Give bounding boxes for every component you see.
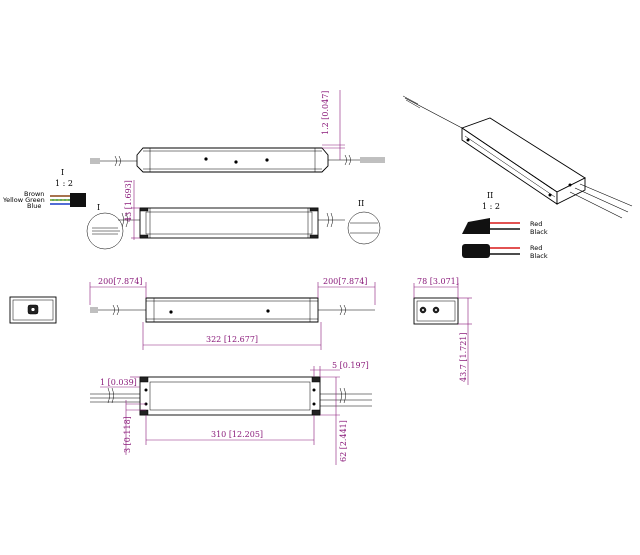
detail-1-callout: I [97,203,100,212]
front-view: I II 43 [1.693] [86,180,381,250]
detail-1-title: I [61,168,64,177]
detail-2-title: II [487,191,493,200]
dim-top-flange: 1.2 [0.047] [321,91,330,135]
dim-lead-left: 200[7.874] [98,277,142,286]
plan-view: 200[7.874] 200[7.874] 322 [12.677] [89,277,376,350]
wire-label-red-2: Red [530,244,542,252]
dim-mount-hole: 3 [0.118] [123,416,132,453]
wire-label-red-1: Red [530,220,542,228]
bottom-view: 1 [0.039] 5 [0.197] 3 [0.118] 310 [12.20… [90,361,372,465]
detail-2-scale: 1 : 2 [482,202,500,211]
dim-body-height: 43 [1.693] [124,180,133,222]
isometric-view [402,95,633,219]
wire-label-black-2: Black [530,252,548,260]
dim-overall-length: 322 [12.677] [206,335,258,344]
dim-mount-pitch: 310 [12.205] [211,430,263,439]
detail-2-callout: II [358,199,364,208]
wire-label-brown: Brown [24,190,44,198]
dim-tab-thickness: 1 [0.039] [100,378,137,387]
top-side-view: 1.2 [0.047] [90,90,385,173]
dim-end-width: 78 [3.071] [417,277,459,286]
dim-lead-right: 200[7.874] [323,277,367,286]
wire-label-blue: Blue [27,202,41,210]
detail-1-scale: 1 : 2 [55,179,73,188]
dim-end-height: 43.7 [1.721] [459,333,468,383]
end-view-right: 78 [3.071] 43.7 [1.721] [413,277,472,385]
detail-1: I 1 : 2 Brown Yellow Green Blue [2,168,86,210]
wire-label-black-1: Black [530,228,548,236]
end-view-left [9,296,57,324]
dim-tab-offset: 5 [0.197] [332,361,369,370]
detail-2: II 1 : 2 Red Black Red Black [462,191,548,260]
dim-mount-width: 62 [2.441] [339,420,348,462]
wire-label-yellow-green: Yellow Green [2,196,45,204]
